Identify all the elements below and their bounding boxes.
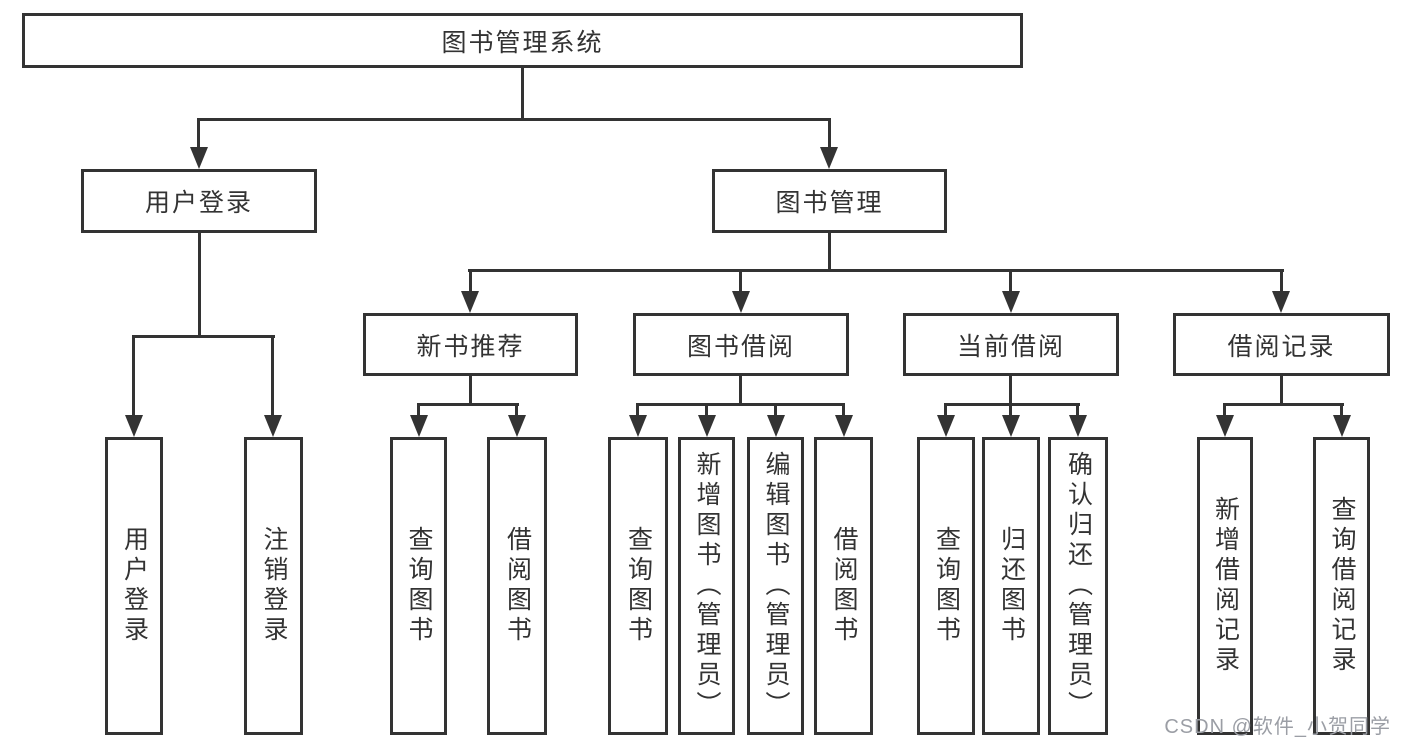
connector-line <box>828 233 831 272</box>
connector-line <box>198 233 201 337</box>
connector-line <box>521 68 524 120</box>
leaf-query-books: 查询图书 <box>608 437 668 735</box>
connector-line <box>1076 403 1079 417</box>
leaf-label: 查询借阅记录 <box>1328 496 1356 676</box>
leaf-edit-books-admin: 编辑图书（管理员） <box>747 437 804 735</box>
leaf-confirm-return-admin: 确认归还（管理员） <box>1048 437 1108 735</box>
leaf-label: 新增图书（管理员） <box>693 451 721 721</box>
leaf-label: 用户登录 <box>120 526 149 646</box>
leaf-label: 注销登录 <box>260 526 288 646</box>
leaf-add-borrow-record: 新增借阅记录 <box>1197 437 1253 735</box>
node-borrowing-records: 借阅记录 <box>1173 313 1390 376</box>
arrow-head <box>125 415 143 437</box>
leaf-query-books: 查询图书 <box>390 437 447 735</box>
connector-line <box>132 335 135 418</box>
arrow-head <box>767 415 785 437</box>
connector-line <box>944 403 1080 406</box>
arrow-head <box>698 415 716 437</box>
connector-line <box>842 403 845 417</box>
connector-line <box>705 403 708 417</box>
leaf-label: 查询图书 <box>405 526 433 646</box>
connector-line <box>417 403 519 406</box>
connector-line <box>1280 269 1283 293</box>
connector-line <box>197 118 200 151</box>
connector-line <box>636 403 845 406</box>
leaf-label: 归还图书 <box>997 526 1026 646</box>
connector-line <box>469 376 472 405</box>
node-book-borrowing: 图书借阅 <box>633 313 849 376</box>
connector-line <box>468 269 1284 272</box>
leaf-label: 新增借阅记录 <box>1211 496 1240 676</box>
node-library-system: 图书管理系统 <box>22 13 1023 68</box>
connector-line <box>1009 403 1012 417</box>
leaf-return-books: 归还图书 <box>982 437 1040 735</box>
connector-line <box>197 118 831 121</box>
connector-line <box>469 269 472 293</box>
connector-line <box>271 335 274 418</box>
arrow-head <box>820 147 838 169</box>
arrow-head <box>937 415 955 437</box>
arrow-head <box>1216 415 1234 437</box>
arrow-head <box>264 415 282 437</box>
leaf-logout: 注销登录 <box>244 437 303 735</box>
csdn-watermark: CSDN @软件_小贺同学 <box>1164 716 1391 738</box>
leaf-query-books: 查询图书 <box>917 437 975 735</box>
arrow-head <box>835 415 853 437</box>
node-new-book-recommendation: 新书推荐 <box>363 313 578 376</box>
connector-line <box>828 118 831 151</box>
arrow-head <box>410 415 428 437</box>
leaf-label: 查询图书 <box>932 526 961 646</box>
leaf-label: 编辑图书（管理员） <box>762 451 790 721</box>
leaf-add-books-admin: 新增图书（管理员） <box>678 437 735 735</box>
connector-line <box>132 335 275 338</box>
leaf-label: 借阅图书 <box>830 526 858 646</box>
connector-line <box>739 269 742 293</box>
leaf-borrow-books: 借阅图书 <box>814 437 873 735</box>
arrow-head <box>461 291 479 313</box>
connector-line <box>739 376 742 405</box>
arrow-head <box>1069 415 1087 437</box>
connector-line <box>1280 376 1283 405</box>
leaf-user-login: 用户登录 <box>105 437 163 735</box>
leaf-borrow-books: 借阅图书 <box>487 437 547 735</box>
connector-line <box>944 403 947 417</box>
node-user-login: 用户登录 <box>81 169 317 233</box>
connector-line <box>1340 403 1343 417</box>
arrow-head <box>1002 291 1020 313</box>
connector-line <box>1009 376 1012 405</box>
leaf-label: 查询图书 <box>624 526 653 646</box>
arrow-head <box>629 415 647 437</box>
arrow-head <box>1272 291 1290 313</box>
arrow-head <box>732 291 750 313</box>
connector-line <box>515 403 518 417</box>
node-book-management: 图书管理 <box>712 169 947 233</box>
connector-line <box>1223 403 1226 417</box>
connector-line <box>1223 403 1344 406</box>
connector-line <box>636 403 639 417</box>
node-current-borrowing: 当前借阅 <box>903 313 1119 376</box>
connector-line <box>1009 269 1012 293</box>
leaf-query-borrow-record: 查询借阅记录 <box>1313 437 1370 735</box>
arrow-head <box>1333 415 1351 437</box>
connector-line <box>774 403 777 417</box>
connector-line <box>417 403 420 417</box>
arrow-head <box>508 415 526 437</box>
leaf-label: 借阅图书 <box>503 526 532 646</box>
arrow-head <box>1002 415 1020 437</box>
arrow-head <box>190 147 208 169</box>
leaf-label: 确认归还（管理员） <box>1064 451 1093 721</box>
